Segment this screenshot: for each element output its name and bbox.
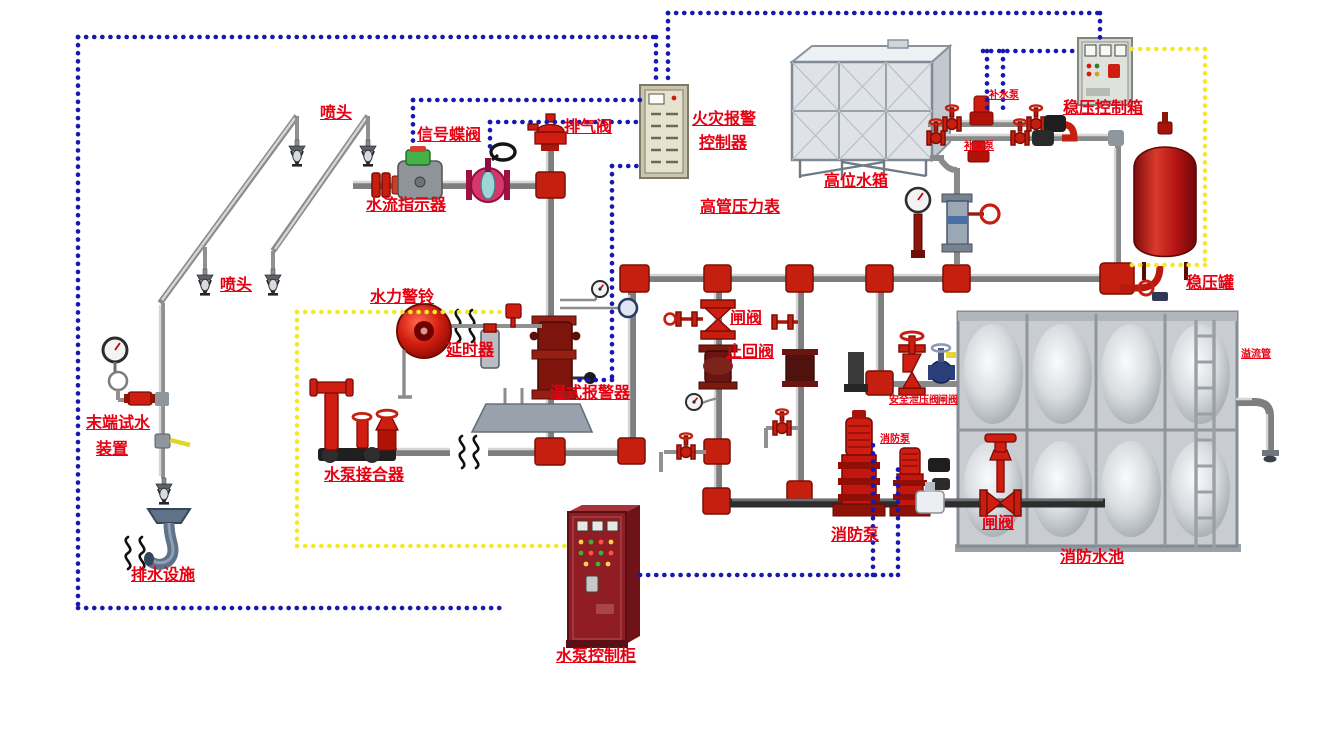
label-overflow-pipe: 溢流管 bbox=[1241, 349, 1271, 360]
label-safety-relief-valve: 安全泄压阀 bbox=[889, 395, 939, 406]
label-end-test-device-1: 末端试水 bbox=[86, 413, 151, 432]
safety-relief-valves bbox=[898, 330, 956, 396]
pipe-break-marks bbox=[120, 308, 488, 574]
label-high-pipe-pressure-gauge: 高管压力表 bbox=[700, 197, 781, 216]
label-signal-butterfly-valve: 信号蝶阀 bbox=[417, 125, 482, 144]
sprinkler-branch-pipes bbox=[157, 114, 377, 305]
label-safety-relief-gate-valve: 闸阀 bbox=[938, 395, 958, 406]
label-fire-pump-main: 消防泵 bbox=[831, 525, 880, 544]
label-fire-pump-small: 消防泵 bbox=[880, 434, 910, 445]
makeup-pump-bottom-device bbox=[967, 140, 990, 163]
gate-valve-bottom-device bbox=[979, 433, 1022, 517]
label-hydraulic-alarm-bell: 水力警铃 bbox=[370, 287, 435, 306]
delay-device-and-bell bbox=[396, 303, 542, 399]
signal-butterfly-valve-device bbox=[466, 142, 517, 203]
check-valve-device bbox=[698, 344, 738, 390]
pressure-control-box-cabinet bbox=[1077, 37, 1133, 106]
fire-pump-1 bbox=[832, 352, 886, 517]
label-gate-valve-bottom: 闸阀 bbox=[982, 513, 1015, 532]
wiring-yellow bbox=[294, 46, 1208, 549]
tank-outlet-valve-assembly bbox=[941, 193, 1001, 253]
pump-control-cabinet-box bbox=[566, 505, 640, 648]
gate-valve-mid-device bbox=[663, 299, 736, 340]
label-drainage-facility: 排水设施 bbox=[131, 565, 196, 584]
end-test-device bbox=[101, 336, 191, 506]
label-high-level-water-tank: 高位水箱 bbox=[824, 171, 889, 190]
water-flow-indicator-device bbox=[391, 146, 443, 200]
pressure-switch-box bbox=[505, 303, 522, 319]
label-wet-alarm-valve: 湿式报警器 bbox=[550, 383, 631, 402]
label-pressure-stabilizing-tank: 稳压罐 bbox=[1186, 273, 1235, 292]
pressure-stabilizing-tank-device bbox=[1120, 112, 1197, 301]
label-delay-device: 延时器 bbox=[446, 340, 495, 359]
label-pump-coupler: 水泵接合器 bbox=[324, 465, 405, 484]
label-pressure-control-box: 稳压控制箱 bbox=[1063, 98, 1144, 117]
wiring-blue bbox=[75, 10, 1103, 611]
label-gate-valve-mid: 闸阀 bbox=[730, 308, 763, 327]
drain-facility-device bbox=[144, 508, 192, 570]
high-level-water-tank bbox=[789, 39, 953, 178]
label-check-valve: 止回阀 bbox=[726, 342, 775, 361]
pool-ladder bbox=[1194, 320, 1216, 548]
suction-flow-meter bbox=[915, 482, 945, 514]
overflow-pipe bbox=[1236, 397, 1279, 463]
label-fire-alarm-controller-2: 控制器 bbox=[699, 133, 748, 152]
label-water-flow-indicator: 水流指示器 bbox=[366, 195, 447, 214]
test-cock-yellow-handle bbox=[154, 433, 191, 449]
label-sprinkler-top: 喷头 bbox=[320, 103, 353, 122]
high-pipe-pressure-gauge-device bbox=[904, 186, 932, 258]
pump-coupler-device bbox=[309, 378, 400, 463]
label-pump-control-cabinet: 水泵控制柜 bbox=[556, 646, 637, 665]
test-cock-and-gauge bbox=[659, 393, 719, 472]
fire-alarm-controller-cabinet bbox=[639, 84, 689, 179]
label-fire-alarm-controller-1: 火灾报警 bbox=[692, 109, 757, 128]
label-makeup-pump-top: 补水泵 bbox=[989, 90, 1019, 101]
label-fire-water-pool: 消防水池 bbox=[1060, 547, 1125, 566]
label-sprinkler-lower: 喷头 bbox=[220, 275, 253, 294]
label-end-test-device-2: 装置 bbox=[96, 439, 129, 458]
exhaust-valve-device bbox=[527, 113, 567, 151]
label-makeup-pump-bottom: 补水泵 bbox=[964, 141, 994, 152]
label-exhaust-valve: 排气阀 bbox=[564, 117, 613, 136]
pipe-fittings-red bbox=[371, 120, 1135, 515]
riser-800-fittings bbox=[764, 314, 818, 448]
